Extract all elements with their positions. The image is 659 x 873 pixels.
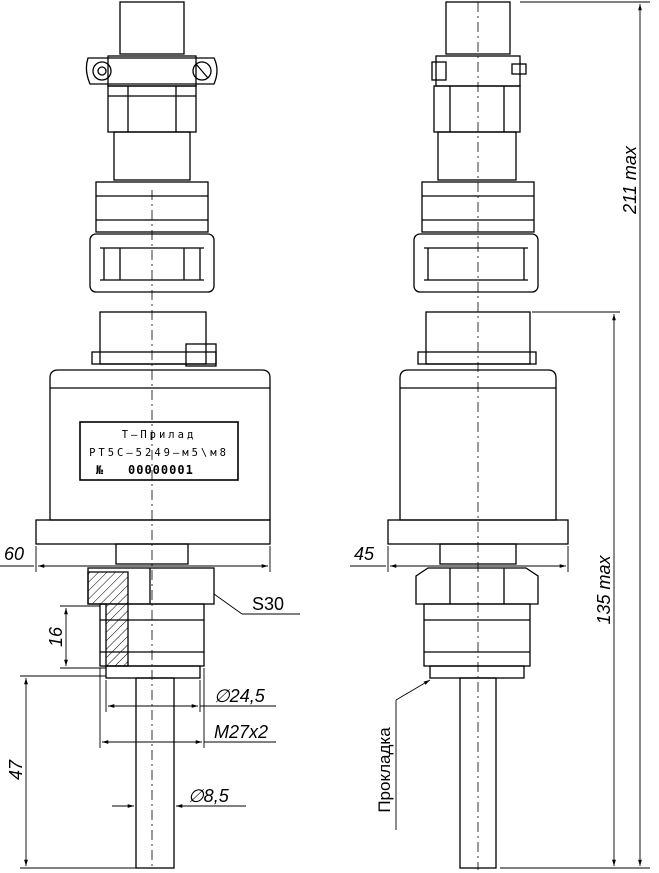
- dim-thread: M27x2: [214, 722, 268, 742]
- front-housing: [49, 369, 271, 521]
- side-upper-nut: [433, 85, 521, 133]
- dim-overall-height: 211 max: [620, 145, 640, 215]
- front-upper-nut: [107, 85, 197, 133]
- dim-body-height: 135 max: [594, 554, 614, 624]
- dim-probe-diameter: ∅8,5: [188, 786, 230, 806]
- front-gland-screw: [185, 343, 217, 367]
- front-clamp-screw-right: [192, 61, 212, 81]
- plate-line2: РТ5С–5249–м5\м8: [89, 447, 229, 459]
- dim-probe-length: 47: [6, 759, 26, 780]
- plate-number: 00000001: [128, 463, 194, 477]
- front-knurled-ring: [89, 233, 215, 293]
- dim-diameter-flange: ∅24,5: [214, 686, 266, 706]
- gasket-label: Прокладка: [375, 727, 394, 813]
- side-view: [387, 1, 569, 870]
- side-knurled-ring: [413, 233, 539, 293]
- front-section-hatch: [87, 571, 129, 667]
- dim-wrench: S30: [252, 594, 284, 614]
- front-neck: [113, 131, 191, 181]
- plate-number-sign: №: [96, 463, 104, 477]
- nameplate: [79, 421, 239, 481]
- front-connector-top: [119, 1, 185, 55]
- front-gland: [99, 311, 207, 365]
- dim-width-front: 60: [4, 544, 24, 564]
- dim-thread-length: 16: [46, 626, 66, 647]
- front-gasket: [105, 665, 201, 679]
- side-housing: [399, 369, 557, 521]
- front-probe: [135, 677, 175, 869]
- front-base-flange: [35, 519, 271, 545]
- side-neck: [437, 131, 517, 181]
- side-thread: [423, 603, 531, 667]
- side-gasket: [429, 665, 525, 679]
- front-view: [35, 1, 271, 870]
- side-fitting-hex: [415, 567, 539, 605]
- front-clamp: [85, 57, 218, 85]
- plate-line1: Т–Прилад: [122, 429, 197, 441]
- dim-width-side: 45: [354, 544, 375, 564]
- front-clamp-screw-left: [92, 61, 112, 81]
